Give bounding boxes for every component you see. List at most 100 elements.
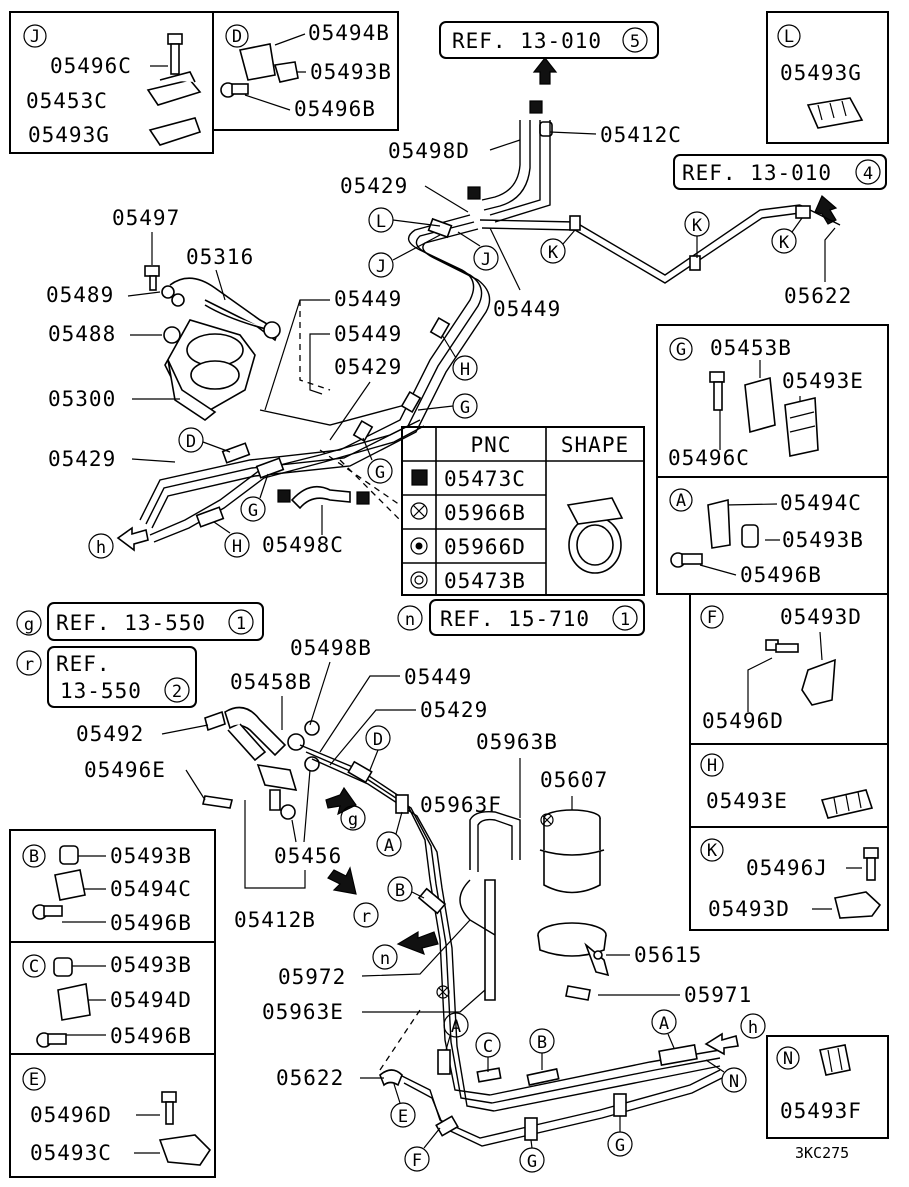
- filled-square-icon: [411, 469, 428, 486]
- bracket-icon: [744, 376, 776, 434]
- inset-d-top: D 05494B 05493B 05496B: [212, 11, 399, 131]
- label-05412B: 05412B: [234, 908, 316, 932]
- clip-icon: [801, 658, 836, 706]
- label-05449: 05449: [334, 322, 402, 346]
- inset-h: H 05493E: [689, 743, 889, 828]
- label-05493E: 05493E: [706, 789, 788, 813]
- arrow-down-right-icon: [327, 866, 357, 895]
- svg-text:J: J: [481, 250, 491, 270]
- svg-text:J: J: [30, 27, 40, 47]
- svg-text:n: n: [380, 949, 390, 969]
- label-05622: 05622: [784, 284, 852, 308]
- arrow-left-icon: [116, 526, 149, 552]
- label-05496B: 05496B: [110, 911, 192, 935]
- label-05453B: 05453B: [710, 336, 792, 360]
- label-05493E: 05493E: [782, 369, 864, 393]
- bolt-icon: [161, 1091, 177, 1125]
- svg-text:G: G: [375, 463, 385, 483]
- fuel-pipes-bottom: [202, 706, 739, 1147]
- bottom-labels: 05498B 05458B 05449 05492 05429 05496E 0…: [76, 636, 751, 1090]
- pnc-header: PNC: [471, 433, 512, 457]
- label-05494C: 05494C: [780, 491, 862, 515]
- shape-header: SHAPE: [561, 433, 629, 457]
- dot-circle-icon: [410, 537, 428, 555]
- fuel-pipes-top: [139, 100, 841, 543]
- label-05963E: 05963E: [262, 1000, 344, 1024]
- svg-text:L: L: [784, 27, 794, 47]
- svg-text:C: C: [483, 1037, 493, 1057]
- inset-a: A 05494C 05493B 05496B: [656, 476, 889, 595]
- svg-text:A: A: [384, 836, 394, 856]
- clip-icon: [834, 891, 882, 919]
- label-05615: 05615: [634, 943, 702, 967]
- svg-text:E: E: [29, 1070, 39, 1090]
- fuel-filter: [537, 809, 610, 1001]
- clip-icon: [819, 1044, 851, 1076]
- x-circle-icon: [410, 502, 428, 520]
- svg-text:H: H: [460, 360, 470, 380]
- bolt-icon: [220, 82, 249, 98]
- label-05449: 05449: [334, 287, 402, 311]
- svg-text:K: K: [548, 243, 559, 263]
- label-05449: 05449: [493, 297, 561, 321]
- bolt-icon: [709, 371, 725, 411]
- label-05496B: 05496B: [294, 97, 376, 121]
- pnc-row: 05473B: [444, 569, 526, 593]
- label-05498D: 05498D: [388, 139, 470, 163]
- label-05498B: 05498B: [290, 636, 372, 660]
- label-05496B: 05496B: [110, 1024, 192, 1048]
- svg-text:G: G: [527, 1152, 537, 1172]
- label-05300: 05300: [48, 387, 116, 411]
- bottom-callouts: D A g r B n A C B A h N E F G G: [340, 725, 766, 1173]
- multi-clip-icon: [806, 97, 864, 129]
- label-05963F: 05963F: [420, 793, 502, 817]
- label-05607: 05607: [540, 768, 608, 792]
- inset-f: F 05493D 05496D: [689, 593, 889, 745]
- svg-text:2: 2: [172, 682, 182, 702]
- label-05493G: 05493G: [780, 61, 862, 85]
- canister-assembly: [144, 265, 281, 421]
- label-05493G: 05493G: [28, 123, 110, 147]
- bolt-icon: [863, 847, 879, 881]
- svg-text:13-550: 13-550: [60, 679, 142, 703]
- svg-text:C: C: [29, 957, 39, 977]
- svg-text:4: 4: [863, 164, 873, 184]
- clamp-bracket-icon: [146, 71, 202, 106]
- ref-13-550-1: g REF. 13-550 1: [16, 602, 264, 641]
- inset-n: N 05493F: [766, 1035, 889, 1139]
- label-05453C: 05453C: [26, 89, 108, 113]
- inset-c: C 05493B 05494D 05496B: [9, 941, 216, 1055]
- label-05496D: 05496D: [702, 709, 784, 733]
- label-05493F: 05493F: [780, 1099, 862, 1123]
- inset-b: B 05493B 05494C 05496B: [9, 829, 216, 943]
- label-05493C: 05493C: [30, 1141, 112, 1165]
- multi-clip-icon: [784, 397, 819, 457]
- svg-text:D: D: [373, 730, 383, 750]
- svg-text:N: N: [783, 1049, 793, 1069]
- svg-text:F: F: [412, 1151, 422, 1171]
- svg-text:K: K: [779, 233, 790, 253]
- pnc-row: 05966B: [444, 501, 526, 525]
- svg-text:L: L: [376, 212, 386, 232]
- clip-icon: [53, 957, 73, 977]
- svg-text:REF. 13-010: REF. 13-010: [682, 161, 832, 185]
- pnc-row: 05473C: [444, 467, 526, 491]
- svg-text:REF. 13-010: REF. 13-010: [452, 29, 602, 53]
- label-05496E: 05496E: [84, 758, 166, 782]
- pnc-row: 05966D: [444, 535, 526, 559]
- inset-l: L 05493G: [766, 11, 889, 144]
- label-05496D: 05496D: [30, 1103, 112, 1127]
- ref-13-010-4: REF. 13-010 4: [673, 154, 887, 190]
- svg-text:K: K: [692, 216, 703, 236]
- bolt-icon: [36, 1032, 67, 1048]
- label-05429: 05429: [420, 698, 488, 722]
- label-05498C: 05498C: [262, 533, 344, 557]
- bolt-icon: [167, 33, 183, 75]
- diagram-code: 3KC275: [795, 1144, 849, 1162]
- pnc-table: PNC SHAPE 05473C 05966B 05966D 05473B: [401, 426, 645, 596]
- bolt-icon: [144, 265, 160, 277]
- label-05429: 05429: [340, 174, 408, 198]
- arrow-up-icon: [814, 195, 838, 225]
